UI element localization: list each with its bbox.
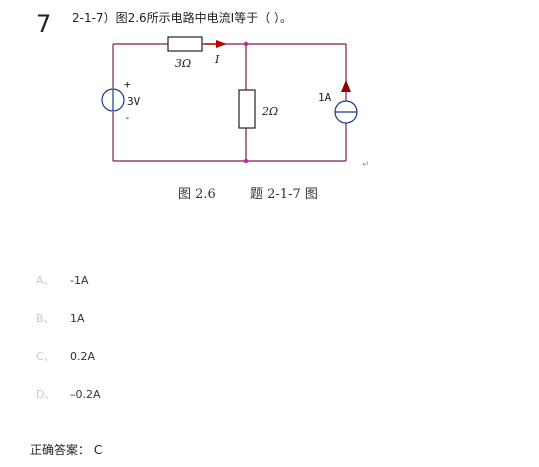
answer-label: 正确答案： [30, 443, 91, 457]
figure-caption-right: 题 2-1-7 图 [250, 187, 318, 202]
label-current-source: 1A [318, 91, 332, 104]
node-bottom [243, 158, 249, 164]
resistor-2ohm [238, 89, 256, 129]
label-plus: + [124, 78, 131, 91]
answer-value: C [93, 443, 103, 457]
figure-caption-left: 图 2.6 [178, 187, 216, 202]
resistor-3ohm [167, 36, 203, 52]
label-r-series: 3Ω [175, 57, 191, 70]
option-letter: D、 [36, 388, 56, 401]
current-arrow-i [216, 40, 227, 48]
circuit-diagram: 3Ω I + 3V - 2Ω 1A ↵ [101, 36, 370, 170]
option-value: –0.2A [70, 388, 101, 401]
option-a[interactable]: A、 -1A [36, 272, 89, 288]
current-source-arrow [341, 80, 351, 92]
label-voltage: 3V [127, 95, 141, 108]
label-current-i: I [214, 53, 220, 66]
option-value: 0.2A [70, 350, 96, 363]
option-d[interactable]: D、 –0.2A [36, 386, 101, 402]
return-mark: ↵ [362, 160, 370, 170]
label-minus: - [124, 111, 131, 124]
option-value: -1A [70, 274, 89, 287]
option-value: 1A [70, 312, 85, 325]
correct-answer: 正确答案： C [30, 441, 102, 458]
question-text: 2-1-7）图2.6所示电路中电流I等于（ ）。 [72, 11, 293, 25]
question-number: 7 [36, 10, 52, 38]
option-letter: B、 [36, 312, 55, 325]
node-top [243, 41, 249, 47]
option-letter: C、 [36, 350, 55, 363]
label-r-shunt: 2Ω [261, 105, 278, 118]
option-c[interactable]: C、 0.2A [36, 348, 95, 364]
option-letter: A、 [36, 274, 55, 287]
option-b[interactable]: B、 1A [36, 310, 85, 326]
